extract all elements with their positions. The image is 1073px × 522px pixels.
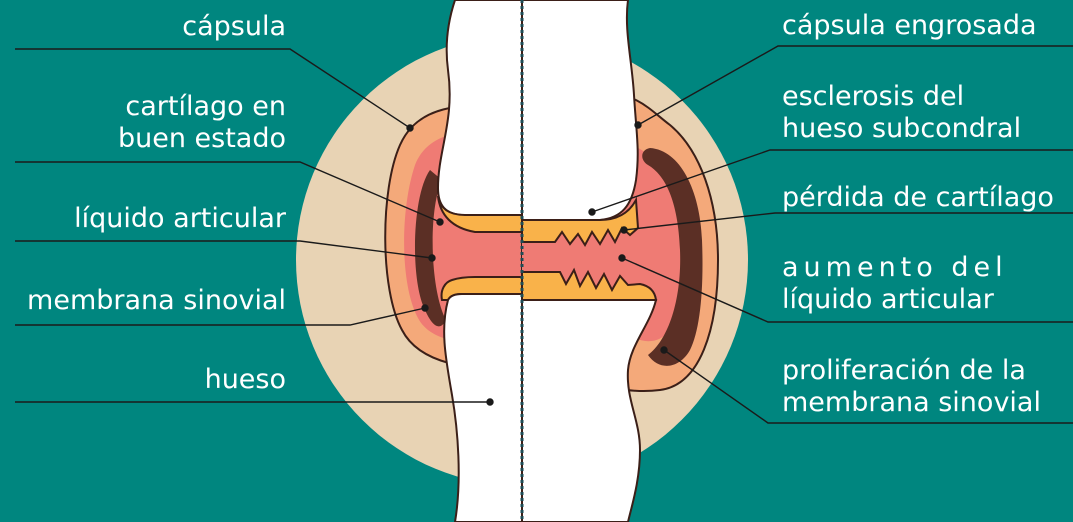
label-bone: hueso <box>205 364 286 396</box>
lower-bone-left <box>444 294 522 522</box>
label-cartilage-loss-text: pérdida de cartílago <box>782 182 1054 214</box>
label-proliferation-line1: proliferación de la <box>782 355 1041 387</box>
leader-dot-joint-fluid <box>429 255 435 261</box>
leader-dot-bone <box>487 399 493 405</box>
label-cartilage-good: cartílago en buen estado <box>118 91 286 155</box>
label-thickened-capsule: cápsula engrosada <box>782 10 1037 42</box>
label-proliferation: proliferación de la membrana sinovial <box>782 355 1041 419</box>
leader-dot-fluid-increase <box>619 255 625 261</box>
label-fluid-increase-line1: aumento del <box>782 252 1008 284</box>
label-synovial-membrane-text: membrana sinovial <box>27 285 286 317</box>
label-sclerosis: esclerosis del hueso subcondral <box>782 81 1021 145</box>
leader-dot-cartilage-loss <box>621 227 627 233</box>
upper-bone-right <box>522 0 638 220</box>
label-bone-text: hueso <box>205 364 286 396</box>
label-joint-fluid-text: líquido articular <box>74 203 286 235</box>
label-capsule-text: cápsula <box>182 11 286 43</box>
label-joint-fluid: líquido articular <box>74 203 286 235</box>
leader-dot-thickened-capsule <box>635 122 641 128</box>
label-cartilage-loss: pérdida de cartílago <box>782 182 1054 214</box>
label-capsule: cápsula <box>182 11 286 43</box>
label-cartilage-good-line2: buen estado <box>118 123 286 155</box>
upper-bone-left <box>438 0 522 215</box>
label-sclerosis-line1: esclerosis del <box>782 81 1021 113</box>
leader-dot-proliferation <box>661 347 667 353</box>
leader-dot-capsule <box>407 125 413 131</box>
label-fluid-increase: aumento del líquido articular <box>782 252 1008 316</box>
label-fluid-increase-line2: líquido articular <box>782 284 1008 316</box>
label-thickened-capsule-text: cápsula engrosada <box>782 10 1037 42</box>
label-cartilage-good-line1: cartílago en <box>118 91 286 123</box>
leader-dot-sclerosis <box>589 209 595 215</box>
label-sclerosis-line2: hueso subcondral <box>782 113 1021 145</box>
leader-dot-synovial-membrane <box>422 305 428 311</box>
leader-dot-cartilage-good <box>437 219 443 225</box>
label-proliferation-line2: membrana sinovial <box>782 387 1041 419</box>
label-synovial-membrane: membrana sinovial <box>27 285 286 317</box>
